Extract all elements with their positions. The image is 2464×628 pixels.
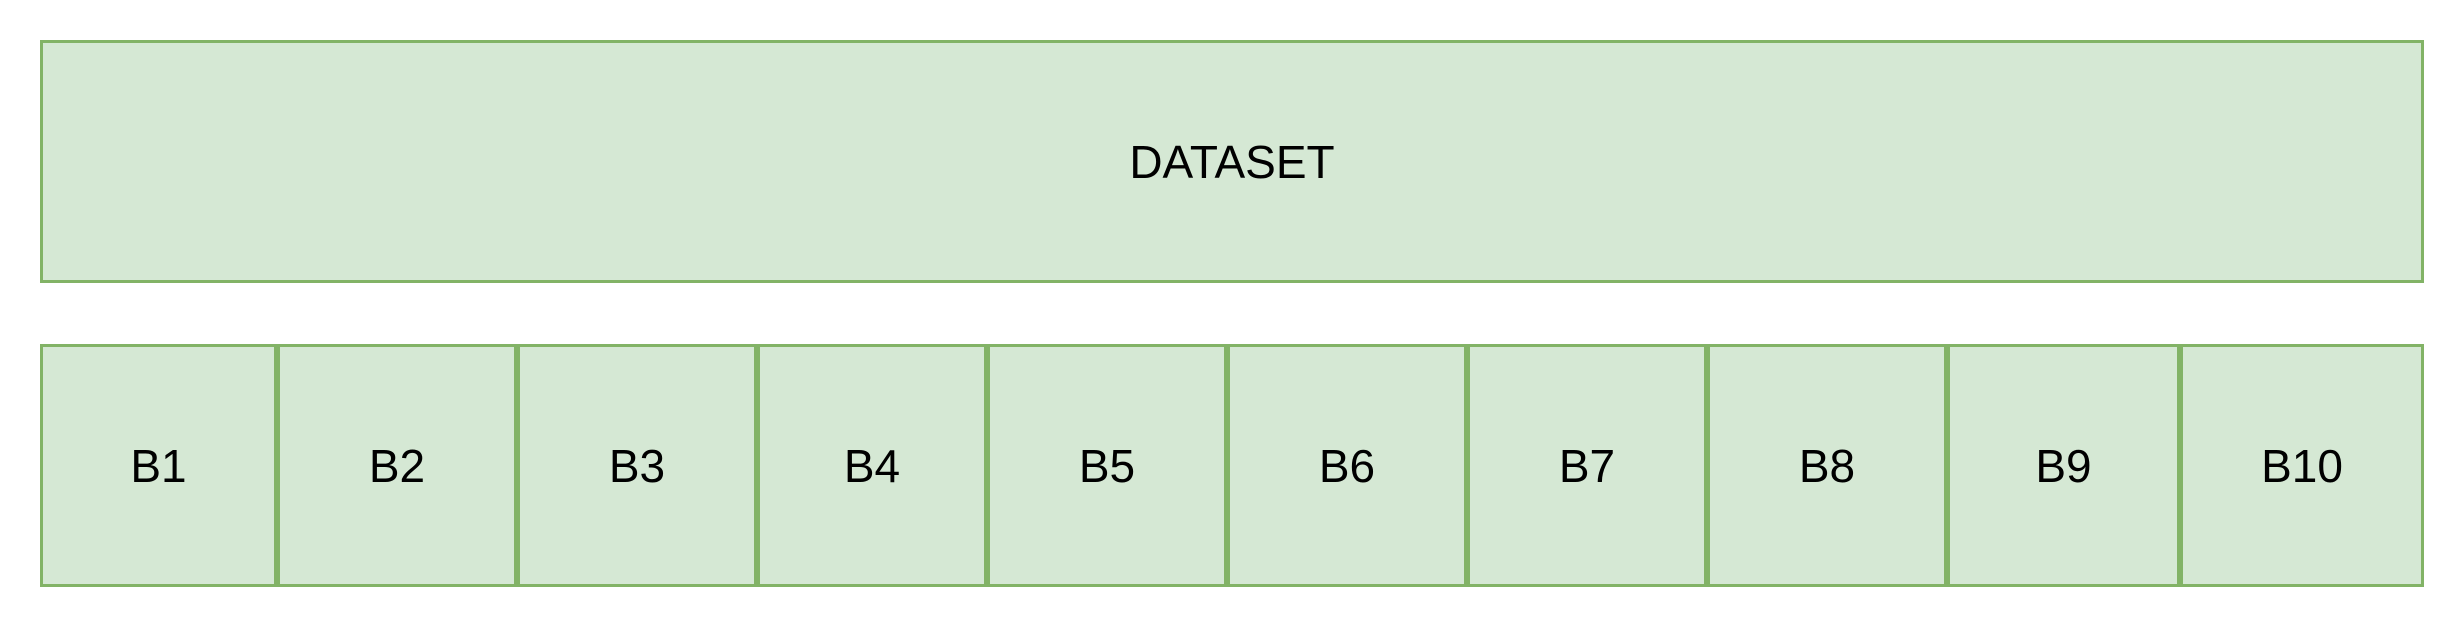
dataset-label: DATASET xyxy=(1129,135,1335,188)
block-b4: B4 xyxy=(757,344,987,587)
block-b9: B9 xyxy=(1947,344,2180,587)
block-b2: B2 xyxy=(277,344,517,587)
block-b1: B1 xyxy=(40,344,277,587)
block-label: B3 xyxy=(608,439,666,492)
block-label: B8 xyxy=(1798,439,1856,492)
block-b8: B8 xyxy=(1707,344,1947,587)
block-label: B1 xyxy=(130,439,187,492)
block-label: B2 xyxy=(368,439,426,492)
blocks-row: B1 B2 B3 B4 B5 B6 B7 B8 B9 B10 xyxy=(40,344,2424,587)
block-b3: B3 xyxy=(517,344,757,587)
block-b10: B10 xyxy=(2180,344,2424,587)
block-label: B4 xyxy=(843,439,901,492)
block-label: B7 xyxy=(1558,439,1616,492)
block-b7: B7 xyxy=(1467,344,1707,587)
block-b6: B6 xyxy=(1227,344,1467,587)
block-label: B6 xyxy=(1318,439,1376,492)
block-label: B10 xyxy=(2261,439,2343,492)
dataset-box: DATASET xyxy=(40,40,2424,283)
block-b5: B5 xyxy=(987,344,1227,587)
block-label: B9 xyxy=(2035,439,2092,492)
block-label: B5 xyxy=(1078,439,1136,492)
